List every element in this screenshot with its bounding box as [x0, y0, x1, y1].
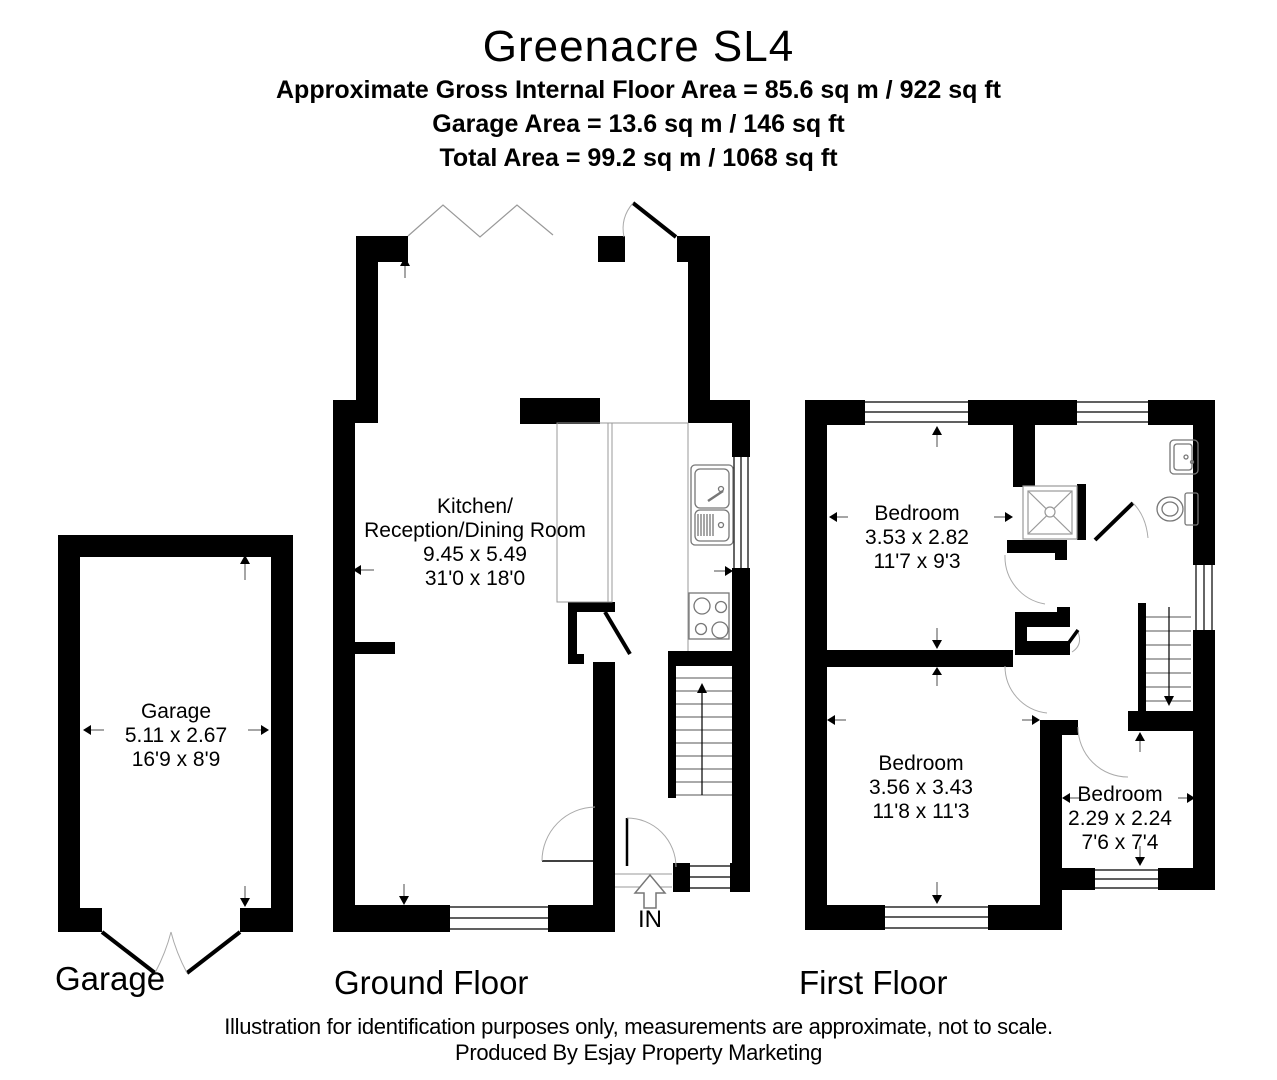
hall-door [541, 806, 596, 862]
bedroom2-room-label: Bedroom 3.56 x 3.43 11'8 x 11'3 [841, 752, 1001, 824]
room-size-metric: 5.11 x 2.67 [124, 724, 228, 747]
room-size-imperial: 7'6 x 7'4 [1081, 831, 1159, 854]
staircase-down [1146, 607, 1191, 706]
total-area-text: Total Area = 99.2 sq m / 1068 sq ft [439, 144, 838, 172]
bedroom1-room-label: Bedroom 3.53 x 2.82 11'7 x 9'3 [837, 502, 997, 574]
dimension-arrows [83, 555, 269, 907]
window [450, 457, 749, 930]
staircase-up [676, 677, 732, 796]
room-size-metric: 2.29 x 2.24 [1068, 807, 1172, 830]
shower-icon [1022, 485, 1078, 540]
room-size-imperial: 11'8 x 11'3 [872, 800, 970, 823]
airing-cupboard-door [1060, 628, 1080, 654]
back-door [622, 201, 678, 239]
basin-icon [1169, 439, 1199, 475]
gross-area-text: Approximate Gross Internal Floor Area = … [276, 76, 1001, 104]
bedroom3-room-label: Bedroom 2.29 x 2.24 7'6 x 7'4 [1047, 783, 1193, 855]
dimension-arrows [353, 257, 733, 905]
room-size-imperial: 16'9 x 8'9 [131, 748, 221, 771]
page-title: Greenacre SL4 [482, 22, 795, 71]
room-size-metric: 3.53 x 2.82 [865, 526, 969, 549]
kitchen-room-label: Kitchen/ Reception/Dining Room 9.45 x 5.… [345, 495, 605, 591]
disclaimer-text: Illustration for identification purposes… [224, 1014, 1053, 1039]
room-name: Bedroom [878, 752, 964, 775]
dimension-arrows [827, 426, 1195, 904]
entrance-in-label: IN [638, 906, 662, 933]
room-name: Reception/Dining Room [364, 519, 586, 542]
room-name: Bedroom [874, 502, 960, 525]
garage-door [100, 930, 242, 975]
hob-icon [688, 592, 730, 640]
room-size-metric: 3.56 x 3.43 [869, 776, 973, 799]
room-name: Bedroom [1077, 783, 1163, 806]
garage-plan-drawing [58, 535, 293, 975]
front-door [615, 817, 677, 888]
ground-floor-plan-drawing [333, 201, 750, 932]
toilet-icon [1156, 492, 1199, 526]
open-boundary-zigzag [407, 204, 554, 238]
garage-floor-label: Garage [55, 960, 166, 997]
ground-floor-walls [333, 236, 750, 932]
ground-floor-label: Ground Floor [334, 964, 529, 1001]
cupboard-door [603, 610, 632, 656]
room-name: Garage [140, 700, 212, 723]
room-name: Kitchen/ [437, 495, 513, 518]
garage-room-label: Garage 5.11 x 2.67 16'9 x 8'9 [96, 700, 256, 772]
kitchen-counter [556, 422, 689, 651]
room-size-imperial: 31'0 x 18'0 [424, 567, 526, 590]
producer-text: Produced By Esjay Property Marketing [454, 1040, 823, 1065]
first-floor-walls [805, 400, 1215, 930]
room-size-metric: 9.45 x 5.49 [423, 543, 527, 566]
first-floor-label: First Floor [799, 964, 948, 1001]
first-floor-plan-drawing [805, 400, 1215, 930]
entrance-arrow-icon [633, 873, 667, 909]
kitchen-sink-icon [690, 464, 734, 546]
room-size-imperial: 11'7 x 9'3 [873, 550, 961, 573]
window [865, 401, 1213, 929]
garage-area-text: Garage Area = 13.6 sq m / 146 sq ft [432, 110, 845, 138]
bedroom-door-arcs [1004, 554, 1129, 778]
bathroom-door [1093, 501, 1149, 542]
garage-walls [58, 535, 293, 932]
